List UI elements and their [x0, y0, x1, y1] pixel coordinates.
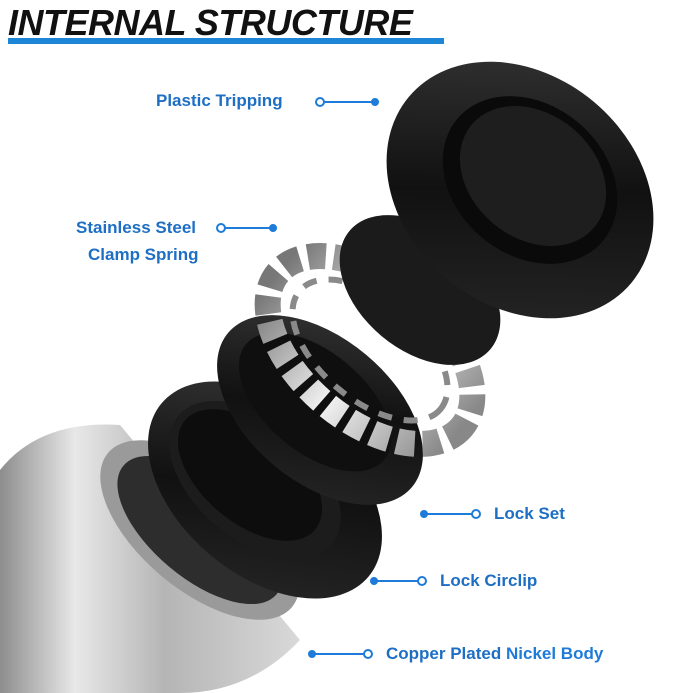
title-underline — [8, 38, 444, 44]
callout-lock-set: Lock Set — [494, 504, 565, 523]
page-title: INTERNAL STRUCTURE — [8, 2, 413, 43]
callout-body-part2: Nickel Body — [505, 644, 604, 663]
callout-body-part1: Copper Plated — [386, 644, 502, 663]
callout-lock-circlip: Lock Circlip — [440, 571, 538, 590]
callout-body: Copper Plated Nickel Body — [386, 644, 603, 664]
callout-plastic-tripping: Plastic Tripping — [156, 91, 283, 110]
plastic-tripping — [339, 61, 654, 365]
leader-lines — [216, 97, 481, 659]
callout-clamp-spring-line2: Clamp Spring — [88, 245, 199, 264]
callout-clamp-spring-line1: Stainless Steel — [76, 218, 197, 237]
